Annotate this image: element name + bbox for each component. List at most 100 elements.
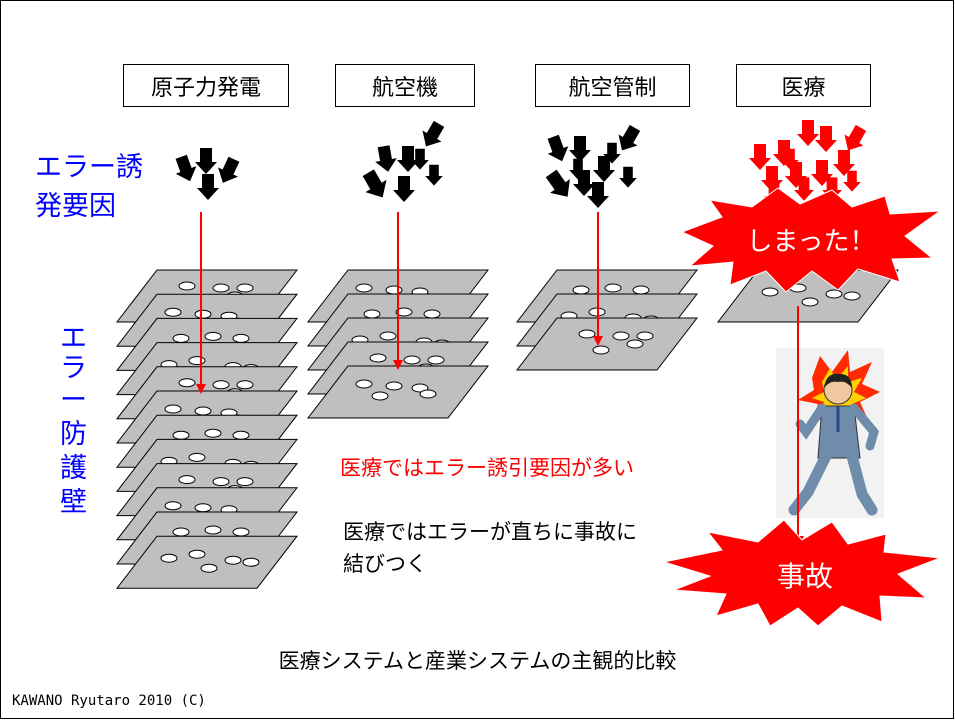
barrier-hole-medical-1-1 xyxy=(761,287,779,297)
barrier-hole-medical-1-5 xyxy=(843,291,861,301)
barrier-hole-atc-3-1 xyxy=(578,329,596,339)
barrier-hole-nuclear-8-2 xyxy=(188,452,206,462)
red-note: 医療ではエラー誘引要因が多い xyxy=(340,456,634,480)
mistake-burst: しまった！ xyxy=(680,187,942,293)
accident-burst-text: 事故 xyxy=(777,560,833,593)
person-left-arm xyxy=(795,403,827,440)
barrier-hole-nuclear-1-1 xyxy=(178,281,196,291)
barrier-hole-nuclear-6-2 xyxy=(194,406,212,416)
barrier-hole-nuclear-4-2 xyxy=(188,356,206,366)
barrier-hole-aircraft-5-2 xyxy=(385,381,403,391)
error-arrow-aircraft-7 xyxy=(411,148,429,170)
barrier-hole-aircraft-5-3 xyxy=(411,383,429,393)
barrier-hole-aircraft-4-1 xyxy=(369,353,387,363)
barrier-plate-nuclear-12 xyxy=(115,535,299,589)
barrier-hole-nuclear-5-1 xyxy=(178,378,196,388)
header-nuclear: 原子力発電 xyxy=(123,64,289,107)
barrier-hole-nuclear-12-1 xyxy=(160,553,178,563)
error-arrow-aircraft-4 xyxy=(362,169,387,198)
error-path-arrowhead-nuclear xyxy=(196,384,206,394)
error-arrow-atc-6 xyxy=(593,156,615,182)
error-arrow-nuclear-4 xyxy=(197,174,219,200)
barrier-label-char-3: ー xyxy=(60,385,87,416)
error-arrow-medical-14 xyxy=(781,148,799,170)
error-arrow-aircraft-5 xyxy=(393,176,415,202)
error-path-arrowhead-aircraft xyxy=(393,360,403,370)
barrier-hole-atc-3-4 xyxy=(592,345,610,355)
barrier-hole-nuclear-7-2 xyxy=(204,428,222,438)
barrier-hole-nuclear-5-2 xyxy=(212,380,230,390)
barrier-hole-medical-1-4 xyxy=(801,297,819,307)
barrier-hole-aircraft-2-3 xyxy=(423,309,441,319)
barrier-label-char-2: ラ xyxy=(60,353,87,384)
barrier-hole-aircraft-2-1 xyxy=(363,309,381,319)
barrier-hole-nuclear-1-2 xyxy=(212,283,230,293)
barrier-hole-nuclear-12-3 xyxy=(224,555,242,565)
error-arrow-medical-1 xyxy=(749,144,771,170)
error-paths xyxy=(196,212,603,394)
error-arrow-atc-2 xyxy=(569,136,591,162)
barrier-hole-nuclear-7-1 xyxy=(172,430,190,440)
barrier-hole-aircraft-2-2 xyxy=(395,307,413,317)
barrier-hole-nuclear-10-1 xyxy=(164,501,182,511)
barrier-hole-aircraft-3-2 xyxy=(379,331,397,341)
black-note-line2: 結びつく xyxy=(343,552,427,576)
error-arrow-nuclear-1 xyxy=(175,154,197,182)
barrier-hole-aircraft-4-2 xyxy=(403,355,421,365)
error-arrow-nuclear-3 xyxy=(218,156,240,183)
barrier-hole-nuclear-9-3 xyxy=(236,477,254,487)
accident-burst: 事故 xyxy=(663,519,941,627)
error-arrow-nuclear-2 xyxy=(195,148,217,174)
barrier-hole-nuclear-11-2 xyxy=(204,525,222,535)
barrier-plates xyxy=(115,269,900,589)
barrier-hole-nuclear-6-1 xyxy=(164,404,182,414)
barrier-hole-nuclear-9-2 xyxy=(212,477,230,487)
barrier-hole-atc-3-5 xyxy=(626,339,644,349)
person-right-arm xyxy=(849,403,879,451)
shocked-person-illustration xyxy=(776,348,884,518)
header-atc: 航空管制 xyxy=(535,64,690,107)
barrier-hole-nuclear-5-3 xyxy=(236,380,254,390)
error-arrow-aircraft-3 xyxy=(422,120,445,147)
error-arrow-atc-9 xyxy=(569,158,587,180)
error-arrow-atc-4 xyxy=(545,169,570,197)
barrier-label-char-6: 壁 xyxy=(60,487,87,518)
error-arrow-aircraft-2 xyxy=(397,146,419,172)
error-arrow-medical-10 xyxy=(794,177,814,201)
person-right-leg xyxy=(846,450,878,516)
barrier-hole-nuclear-12-4 xyxy=(200,563,218,573)
black-note-line1: 医療ではエラーが直ちに事故に xyxy=(343,520,637,544)
barrier-hole-aircraft-5-1 xyxy=(355,379,373,389)
barrier-hole-nuclear-10-2 xyxy=(194,503,212,513)
barrier-hole-nuclear-2-2 xyxy=(194,309,212,319)
barrier-hole-aircraft-1-2 xyxy=(385,285,403,295)
barrier-hole-nuclear-3-1 xyxy=(172,333,190,343)
error-arrow-aircraft-1 xyxy=(375,145,397,172)
error-path-arrowhead-atc xyxy=(593,336,603,346)
error-arrow-medical-3 xyxy=(797,120,819,146)
barrier-hole-medical-1-3 xyxy=(825,289,843,299)
barrier-hole-nuclear-11-1 xyxy=(172,527,190,537)
barrier-hole-nuclear-11-3 xyxy=(232,527,250,537)
error-arrow-atc-10 xyxy=(603,142,621,164)
error-arrow-medical-5 xyxy=(844,124,867,151)
barrier-label-char-4: 防 xyxy=(60,419,87,450)
barrier-hole-aircraft-1-1 xyxy=(355,283,373,293)
header-medical: 医療 xyxy=(736,64,871,107)
barrier-hole-nuclear-1-3 xyxy=(236,283,254,293)
barrier-plate-aircraft-5 xyxy=(306,365,490,419)
barrier-hole-nuclear-3-3 xyxy=(232,333,250,343)
mistake-burst-text: しまった！ xyxy=(747,227,876,257)
barrier-hole-aircraft-5-4 xyxy=(371,391,389,401)
mistake-burst-shape xyxy=(680,187,942,293)
error-arrow-medical-4 xyxy=(815,126,837,152)
footer-credit: KAWANO Ryutaro 2010 (C) xyxy=(12,693,206,709)
error-arrow-atc-7 xyxy=(619,166,637,188)
barrier-hole-nuclear-12-2 xyxy=(188,549,206,559)
barrier-hole-atc-3-2 xyxy=(612,331,630,341)
barrier-label-char-1: エ xyxy=(60,323,87,354)
error-factor-label-line1: エラー誘 xyxy=(35,152,143,183)
barrier-hole-nuclear-3-2 xyxy=(204,331,222,341)
barrier-hole-atc-3-3 xyxy=(636,331,654,341)
